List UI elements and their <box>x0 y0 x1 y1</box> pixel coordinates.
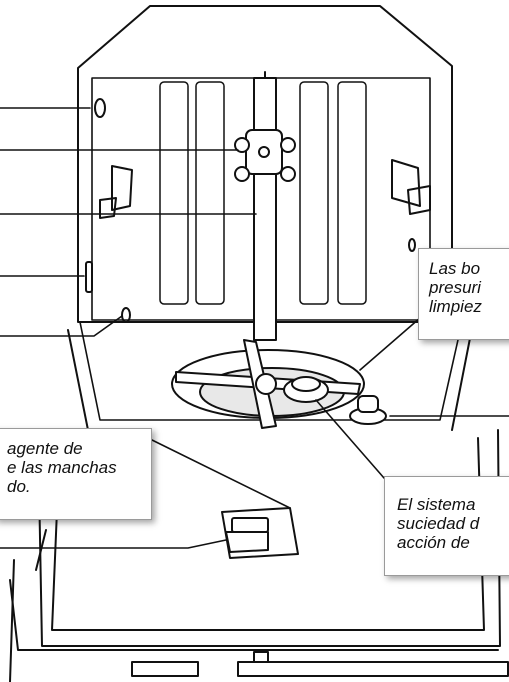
filter-system-line-3: acción de <box>397 533 470 552</box>
spray-arms-line-1: Las bo <box>429 259 481 278</box>
side-latch <box>85 261 93 293</box>
filter-system-callout: El sistema suciedad d acción de <box>384 476 509 576</box>
lower-spray-arm-assembly <box>171 339 365 429</box>
water-supply-tube <box>253 71 277 341</box>
left-rack-rail <box>99 165 133 219</box>
rinse-aid-callout: agente de e las manchas do. <box>0 428 152 520</box>
upper-spray-nozzle <box>234 129 296 182</box>
filter-system-line-2: suciedad d <box>397 514 480 533</box>
back-wall-ribs <box>159 81 367 305</box>
filter-system-line-1: El sistema <box>397 495 476 514</box>
wall-inlet-right <box>408 238 416 252</box>
rinse-aid-line-3: do. <box>7 477 31 496</box>
rinse-aid-line-1: agente de <box>7 439 83 458</box>
spray-arms-callout: Las bo presuri limpiez <box>418 248 509 340</box>
detergent-dispenser <box>221 507 299 559</box>
cabinet-outline <box>77 5 453 323</box>
float-assembly <box>349 395 387 425</box>
rinse-aid-line-2: e las manchas <box>7 458 117 477</box>
wall-inlet-left <box>121 307 131 323</box>
leader-lines <box>0 107 509 549</box>
vent-inlet <box>94 98 106 118</box>
spray-arms-line-2: presuri <box>429 278 481 297</box>
right-rack-rail <box>391 159 431 215</box>
spray-arms-line-3: limpiez <box>429 297 482 316</box>
